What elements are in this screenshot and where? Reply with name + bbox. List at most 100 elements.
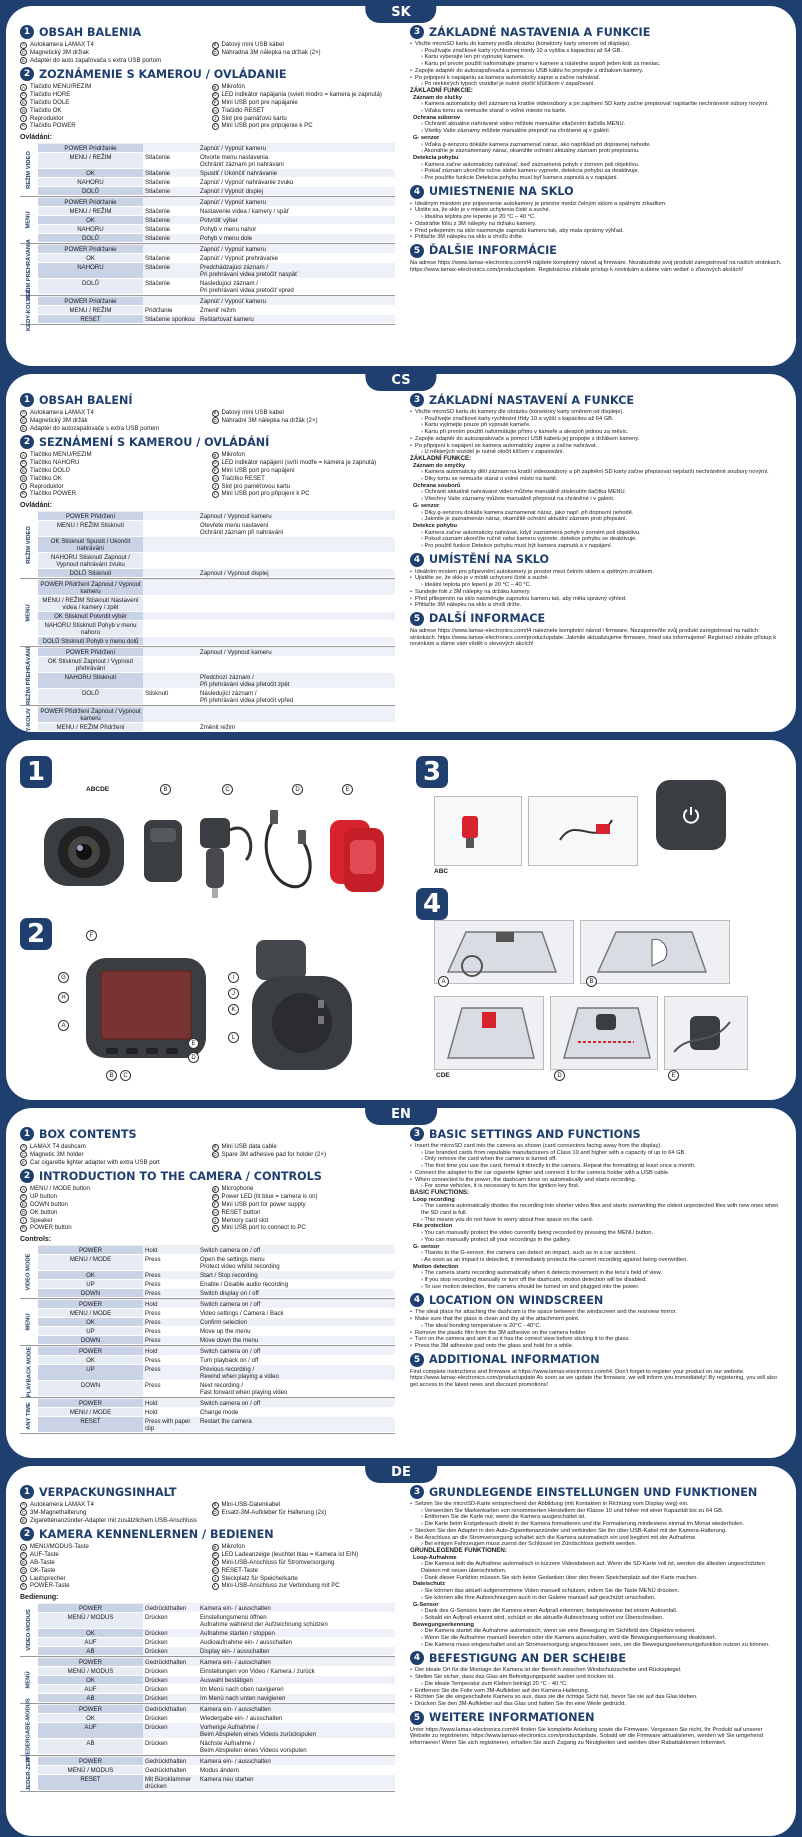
item-letter: D — [211, 1551, 219, 1559]
panel-figures: 1 2 3 4 ABCDE B C D E — [6, 740, 796, 1100]
controls-label: Controls: — [20, 1236, 52, 1244]
text-line: Dateischutz — [413, 1581, 445, 1588]
controls-row: MENU / REŽIM Stisknutí Nastavení videa /… — [38, 596, 395, 613]
text-line: •Zapojte adaptér do autozapalovače a pom… — [410, 435, 640, 442]
section-title: GRUNDLEGENDE EINSTELLUNGEN UND FUNKTIONE… — [429, 1485, 758, 1499]
text-line: › Pre použitie funkcie Detekcia pohybu m… — [421, 175, 619, 182]
item-letter: B — [211, 83, 219, 91]
basic-settings-text: •Insert the microSD card into the camera… — [410, 1143, 784, 1190]
section-number: 2 — [20, 1169, 34, 1184]
action-cell — [143, 521, 198, 536]
figure-1-marker-d: D — [292, 784, 303, 795]
item-letter: A — [20, 1185, 27, 1193]
item-letter: K — [20, 1582, 27, 1590]
section-number: 2 — [20, 67, 34, 82]
basic-functions-heading: ZÁKLADNÍ FUNKCE: — [410, 454, 472, 462]
function-cell: Kamera ein- / ausschalten — [198, 1604, 395, 1613]
item-letter: B — [211, 41, 219, 49]
action-cell: Press — [145, 1309, 161, 1317]
text-line: › Kartu vyberajte len pri vypnutej kamer… — [421, 54, 525, 61]
text-line: › The ideal bonding temperature is 20°C … — [421, 1322, 542, 1329]
item-letter: L — [211, 1224, 219, 1232]
controls-row: POWER Přidržení Zapnout / Vypnout kameru — [38, 580, 395, 597]
action-cell — [143, 144, 198, 153]
figure-2-marker-e: E — [188, 1038, 199, 1049]
item-letter: C — [20, 459, 27, 467]
function-cell: Display ein- / ausschalten — [198, 1647, 395, 1656]
camera-back-view — [86, 958, 206, 1058]
action-cell — [143, 612, 198, 621]
figure-3-number: 3 — [416, 756, 448, 788]
item-letter: E — [20, 467, 27, 475]
text-line: › Ochrániť aktuálne nahrávané video môže… — [421, 121, 626, 128]
power-symbol-icon — [683, 807, 699, 824]
basic-functions-text: Záznam do slučky› Kamera automaticky del… — [410, 95, 784, 182]
section-number: 3 — [410, 1485, 424, 1499]
language-tab: EN — [365, 1108, 437, 1125]
button-cell: MENU / MODE — [38, 1309, 143, 1318]
text-line: •Odstráňte fóliu z 3M nálepky na držiaku… — [410, 220, 537, 227]
section-number: 1 — [20, 393, 34, 407]
basic-settings-text: •Vložte microSD kartu do kamery podľa ob… — [410, 41, 784, 88]
text-line: •Insert the microSD card into the camera… — [410, 1143, 662, 1149]
item-letter: D — [211, 417, 219, 425]
more-info-text: Na adrese https://www.lamax-electronics.… — [410, 627, 777, 648]
controls-group-label: VIDEO MODE — [26, 1253, 33, 1291]
text-line: › Sobald ein Aufprall erkannt wird, schü… — [421, 1614, 664, 1621]
function-cell: Kamera neu starten — [198, 1775, 395, 1791]
dashcam-image — [44, 818, 124, 886]
text-line: •Pred prilepením na sklo nasmerujte zapn… — [410, 227, 624, 234]
text-line: Loop recording — [413, 1196, 455, 1203]
figure-2-marker-g: G — [58, 972, 69, 983]
section-basic-settings-heading: 3 GRUNDLEGENDE EINSTELLUNGEN UND FUNKTION… — [410, 1485, 784, 1499]
function-cell: Einstellungen von Video / Kamera / zurüc… — [200, 1667, 315, 1675]
windscreen-text: •The ideal place for attaching the dashc… — [410, 1309, 784, 1349]
button-cell: MENU / REŽIM Stisknutí Nastavení videa /… — [38, 596, 143, 612]
item-letter: D — [211, 91, 219, 99]
windscreen-text: •Ideálním místem pro připevnění autokame… — [410, 569, 784, 609]
text-line: › Die Kamera startet die Aufnahme automa… — [421, 1628, 696, 1635]
text-line: •Entfernen Sie die Folie vom 3M-Aufklebe… — [410, 1687, 590, 1694]
button-cell: DOLŮ — [38, 187, 143, 196]
function-cell: Kamera ein- / ausschalten — [198, 1658, 395, 1667]
item-letter: C — [20, 91, 27, 99]
text-line: › You can manually protect the video cur… — [421, 1230, 654, 1237]
item-letter: A — [20, 1543, 27, 1551]
button-cell: OK — [38, 1629, 143, 1638]
button-cell: AB — [38, 1694, 143, 1703]
button-cell: DOWN — [38, 1289, 143, 1298]
function-cell: Im Menü nach unten navigieren — [198, 1694, 395, 1703]
figure-4-marker-a: A — [438, 976, 449, 987]
language-tab: SK — [365, 6, 437, 23]
controls-group-label: JEDER-ZEIT — [26, 1756, 33, 1791]
